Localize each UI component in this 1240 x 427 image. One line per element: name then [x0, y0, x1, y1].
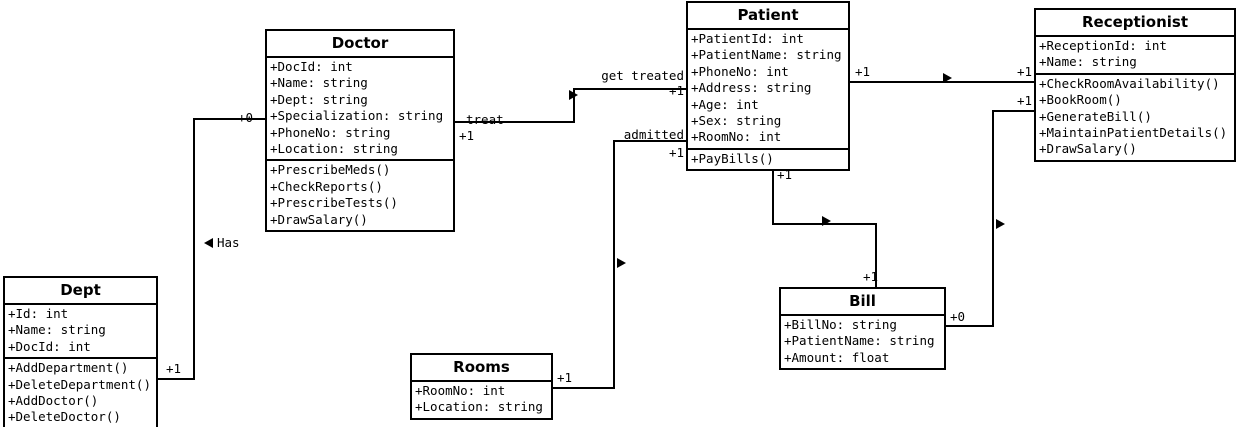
class-title-patient: Patient: [688, 3, 848, 30]
arrowhead-patient-bill-icon: [822, 216, 831, 226]
arrowhead-admitted-icon: [617, 258, 626, 268]
multiplicity-bill-top: +1: [862, 269, 878, 284]
connector-patient-rooms-top: [613, 140, 688, 142]
multiplicity-bill-right: +0: [950, 309, 966, 324]
multiplicity-rooms-right: +1: [557, 370, 573, 385]
class-box-rooms[interactable]: Rooms +RoomNo: int +Location: string: [410, 353, 553, 420]
edge-label-has: Has: [217, 235, 240, 250]
multiplicity-patient-right: +1: [855, 64, 871, 79]
class-methods-dept: +AddDepartment() +DeleteDepartment() +Ad…: [5, 357, 156, 427]
class-title-rooms: Rooms: [412, 355, 551, 382]
class-attribute: +Id: int: [8, 306, 69, 321]
connector-patient-bill-vertical-lower: [875, 223, 877, 289]
class-method: +PrescribeTests(): [270, 195, 398, 211]
multiplicity-patient-left-admitted: +1: [668, 145, 684, 160]
multiplicity-receptionist-left-top: +1: [1016, 64, 1032, 79]
connector-bill-receptionist-bottom: [946, 325, 994, 327]
class-method: +CheckReports(): [270, 178, 383, 194]
edge-label-admitted: admitted: [623, 127, 684, 142]
class-method: +DrawSalary(): [1039, 141, 1137, 157]
connector-dept-doctor-vertical: [193, 118, 195, 380]
class-method: +PrescribeMeds(): [270, 162, 391, 178]
class-title-dept: Dept: [5, 278, 156, 305]
class-method: +AddDepartment(): [8, 360, 129, 376]
class-attribute: +RoomNo: int: [415, 383, 506, 398]
class-attribute: +Amount: float: [784, 349, 890, 365]
class-box-dept[interactable]: Dept +Id: int +Name: string +DocId: int …: [3, 276, 158, 427]
class-methods-doctor: +PrescribeMeds() +CheckReports() +Prescr…: [267, 159, 453, 230]
multiplicity-doctor-left: +0: [238, 110, 254, 125]
arrowhead-has-icon: [204, 238, 213, 248]
class-attribute: +Name: string: [1039, 54, 1137, 70]
multiplicity-dept-right: +1: [166, 361, 182, 376]
connector-patient-rooms-vertical: [613, 140, 615, 388]
class-attributes-patient: +PatientId: int +PatientName: string +Ph…: [688, 30, 848, 148]
connector-bill-receptionist-top: [992, 110, 1036, 112]
class-method: +DeleteDepartment(): [8, 376, 151, 392]
class-attributes-dept: +Id: int +Name: string +DocId: int: [5, 305, 156, 357]
class-method: +BookRoom(): [1039, 92, 1122, 108]
class-method: +DeleteDoctor(): [8, 409, 121, 425]
class-attributes-bill: +BillNo: string +PatientName: string +Am…: [781, 316, 944, 368]
class-attribute: +PhoneNo: string: [270, 124, 391, 140]
class-attribute: +Name: string: [270, 75, 368, 91]
class-attribute: +Specialization: string: [270, 108, 444, 124]
multiplicity-receptionist-left-bottom: +1: [1016, 93, 1032, 108]
connector-doctor-patient-lower: [455, 121, 575, 123]
class-attribute: +PatientId: int: [691, 31, 804, 46]
class-attribute: +Dept: string: [270, 91, 368, 107]
class-attributes-rooms: +RoomNo: int +Location: string: [412, 382, 551, 418]
connector-dept-doctor-top: [193, 118, 267, 120]
multiplicity-patient-left-treated: +1: [668, 83, 684, 98]
class-method: +GenerateBill(): [1039, 108, 1152, 124]
class-attribute: +PatientName: string: [784, 333, 935, 349]
class-box-bill[interactable]: Bill +BillNo: string +PatientName: strin…: [779, 287, 946, 371]
class-title-bill: Bill: [781, 289, 944, 316]
class-attribute: +ReceptionId: int: [1039, 38, 1167, 53]
class-attribute: +DocId: int: [8, 338, 91, 354]
class-box-receptionist[interactable]: Receptionist +ReceptionId: int +Name: st…: [1034, 8, 1236, 162]
class-attribute: +BillNo: string: [784, 317, 897, 332]
class-method: +AddDoctor(): [8, 393, 99, 409]
class-method: +PayBills(): [691, 150, 774, 166]
class-attribute: +PhoneNo: int: [691, 63, 789, 79]
class-attributes-receptionist: +ReceptionId: int +Name: string: [1036, 37, 1234, 73]
class-box-doctor[interactable]: Doctor +DocId: int +Name: string +Dept: …: [265, 29, 455, 233]
edge-label-get-treated: get treated: [601, 68, 684, 83]
class-attribute: +Sex: string: [691, 113, 782, 129]
class-attribute: +Location: string: [415, 399, 543, 415]
class-attribute: +DocId: int: [270, 59, 353, 74]
connector-bill-receptionist-vertical: [992, 110, 994, 327]
class-attributes-doctor: +DocId: int +Name: string +Dept: string …: [267, 58, 453, 159]
multiplicity-doctor-right: +1: [459, 128, 475, 143]
class-attribute: +RoomNo: int: [691, 129, 782, 145]
class-method: +DrawSalary(): [270, 211, 368, 227]
class-methods-receptionist: +CheckRoomAvailability() +BookRoom() +Ge…: [1036, 72, 1234, 160]
class-methods-patient: +PayBills(): [688, 147, 848, 169]
class-attribute: +Address: string: [691, 80, 812, 96]
class-title-receptionist: Receptionist: [1036, 10, 1234, 37]
class-title-doctor: Doctor: [267, 31, 453, 58]
edge-label-treat: treat: [466, 112, 504, 127]
connector-dept-doctor-bottom: [158, 378, 194, 380]
class-attribute: +Age: int: [691, 96, 759, 112]
connector-doctor-patient-upper: [573, 88, 688, 90]
class-attribute: +Location: string: [270, 141, 398, 157]
class-method: +MaintainPatientDetails(): [1039, 125, 1228, 141]
class-method: +CheckRoomAvailability(): [1039, 75, 1220, 91]
arrowhead-get-treated-icon: [569, 90, 578, 100]
class-attribute: +Name: string: [8, 322, 106, 338]
class-attribute: +PatientName: string: [691, 47, 842, 63]
connector-doctor-patient-step: [573, 88, 575, 123]
arrowhead-patient-receptionist-icon: [943, 73, 952, 83]
arrowhead-bill-receptionist-icon: [996, 219, 1005, 229]
connector-patient-rooms-bottom: [553, 387, 615, 389]
connector-patient-bill-vertical-upper: [772, 163, 774, 225]
class-box-patient[interactable]: Patient +PatientId: int +PatientName: st…: [686, 1, 850, 172]
